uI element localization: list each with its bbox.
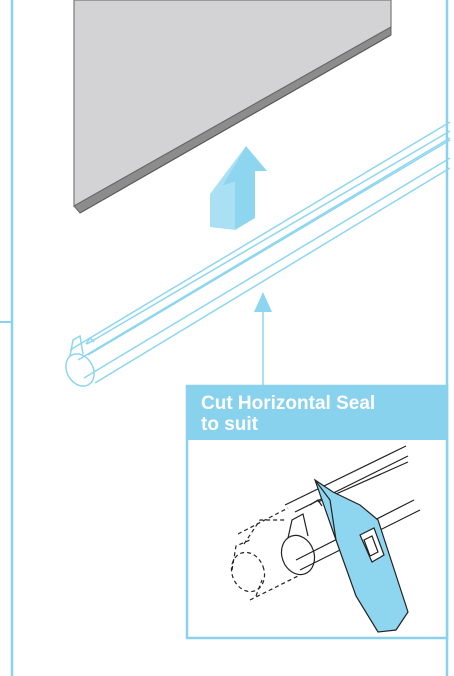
callout-label: Cut Horizontal Seal to suit — [187, 386, 447, 440]
utility-knife-icon — [313, 478, 409, 633]
up-arrow-icon — [222, 146, 267, 230]
glass-panel — [73, 0, 392, 214]
horizontal-seal — [65, 121, 451, 387]
callout-pointer — [254, 292, 272, 386]
